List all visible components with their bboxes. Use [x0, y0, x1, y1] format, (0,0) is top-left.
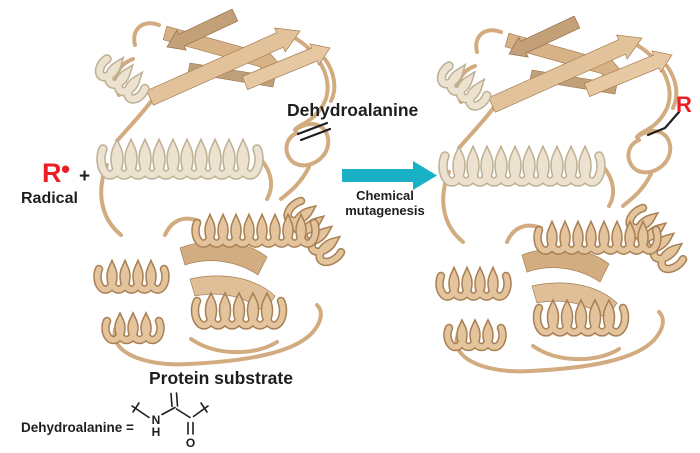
atom-h-label: H	[152, 425, 161, 439]
arrow-caption-line2: mutagenesis	[345, 202, 425, 218]
radical-caption: Radical	[21, 190, 78, 207]
radical-r-symbol: R	[42, 158, 62, 188]
r-connector-bond	[646, 110, 681, 137]
protein-substrate-left	[96, 9, 342, 364]
radical-dot-icon: •	[61, 154, 71, 184]
formula-label: Dehydroalanine =	[21, 420, 134, 435]
atom-o-label: O	[186, 436, 195, 450]
dehydroalanine-double-bond	[296, 121, 332, 142]
atom-n-label: N	[152, 413, 161, 427]
arrow-caption-line1: Chemical	[356, 188, 414, 203]
dehydroalanine-formula: N H O	[131, 392, 209, 450]
arrow-caption: Chemical mutagenesis	[333, 188, 437, 218]
dehydroalanine-label: Dehydroalanine	[287, 100, 419, 120]
protein-product-right	[438, 16, 684, 371]
plus-sign: +	[79, 166, 91, 187]
reaction-arrow	[342, 161, 437, 190]
protein-substrate-label: Protein substrate	[149, 368, 293, 388]
product-r-label: R	[676, 92, 692, 117]
